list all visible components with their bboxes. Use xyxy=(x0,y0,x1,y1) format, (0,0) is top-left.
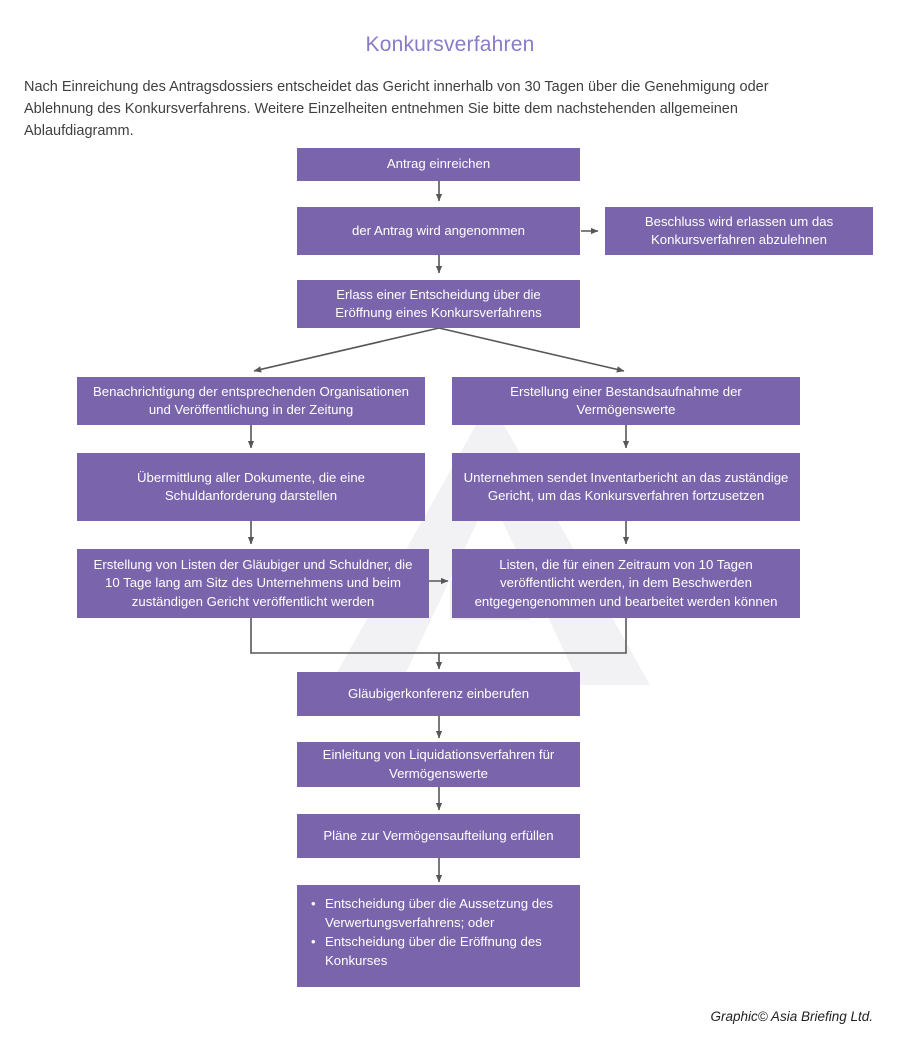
footer-credit: Graphic© Asia Briefing Ltd. xyxy=(710,1009,873,1024)
page-title: Konkursverfahren xyxy=(365,33,535,56)
list-item: Entscheidung über die Aussetzung des Ver… xyxy=(311,895,566,932)
node-inventarbericht[interactable]: Unternehmen sendet Inventarbericht an da… xyxy=(452,453,800,521)
node-label: Benachrichtigung der entsprechenden Orga… xyxy=(93,383,409,418)
node-label: Entscheidung über die Eröffnung des Konk… xyxy=(325,934,542,968)
node-label: Erlass einer Entscheidung über die Eröff… xyxy=(335,286,542,321)
node-bestandsaufnahme[interactable]: Erstellung einer Bestandsaufnahme der Ve… xyxy=(452,377,800,425)
node-benachrichtigung[interactable]: Benachrichtigung der entsprechenden Orga… xyxy=(77,377,425,425)
node-label: Erstellung einer Bestandsaufnahme der Ve… xyxy=(510,383,742,418)
node-label: Listen, die für einen Zeitraum von 10 Ta… xyxy=(474,556,778,609)
node-label: Einleitung von Liquidationsverfahren für… xyxy=(322,747,555,781)
list-item: Entscheidung über die Eröffnung des Konk… xyxy=(311,933,566,970)
node-label: Erstellung von Listen der Gläubiger und … xyxy=(93,556,413,609)
node-liquidationsverfahren[interactable]: Einleitung von Liquidationsverfahren für… xyxy=(297,742,580,787)
node-listen-veroeffentlichung[interactable]: Listen, die für einen Zeitraum von 10 Ta… xyxy=(452,549,800,618)
edge-n9-merge xyxy=(250,618,439,654)
node-label: Beschluss wird erlassen um das Konkursve… xyxy=(644,213,834,248)
node-label: Entscheidung über die Aussetzung des Ver… xyxy=(325,896,554,930)
node-glaeubigerkonferenz[interactable]: Gläubigerkonferenz einberufen xyxy=(297,672,580,716)
node-label: Pläne zur Vermögensaufteilung erfüllen xyxy=(323,827,554,843)
watermark-logo xyxy=(330,400,650,685)
node-uebermittlung-dokumente[interactable]: Übermittlung aller Dokumente, die eine S… xyxy=(77,453,425,521)
node-erlass-entscheidung[interactable]: Erlass einer Entscheidung über die Eröff… xyxy=(297,280,580,328)
node-antrag-angenommen[interactable]: der Antrag wird angenommen xyxy=(297,207,580,255)
edge-n4-n6 xyxy=(438,327,625,373)
node-label: Übermittlung aller Dokumente, die eine S… xyxy=(137,469,365,504)
node-beschluss-ablehnen[interactable]: Beschluss wird erlassen um das Konkursve… xyxy=(605,207,873,255)
edge-n4-n5 xyxy=(253,327,440,373)
node-label: der Antrag wird angenommen xyxy=(351,222,525,238)
node-label: Gläubigerkonferenz einberufen xyxy=(347,685,530,701)
node-label: Unternehmen sendet Inventarbericht an da… xyxy=(463,469,789,504)
node-label: Antrag einreichen xyxy=(386,156,491,172)
intro-paragraph: Nach Einreichung des Antragsdossiers ent… xyxy=(24,79,769,139)
node-entscheidungen[interactable]: Entscheidung über die Aussetzung des Ver… xyxy=(297,885,580,987)
decision-list: Entscheidung über die Aussetzung des Ver… xyxy=(311,895,566,971)
node-antrag-einreichen[interactable]: Antrag einreichen xyxy=(297,148,580,181)
edge-n10-merge xyxy=(439,618,627,654)
node-listen-erstellung[interactable]: Erstellung von Listen der Gläubiger und … xyxy=(77,549,429,618)
node-vermoegensaufteilung[interactable]: Pläne zur Vermögensaufteilung erfüllen xyxy=(297,814,580,858)
